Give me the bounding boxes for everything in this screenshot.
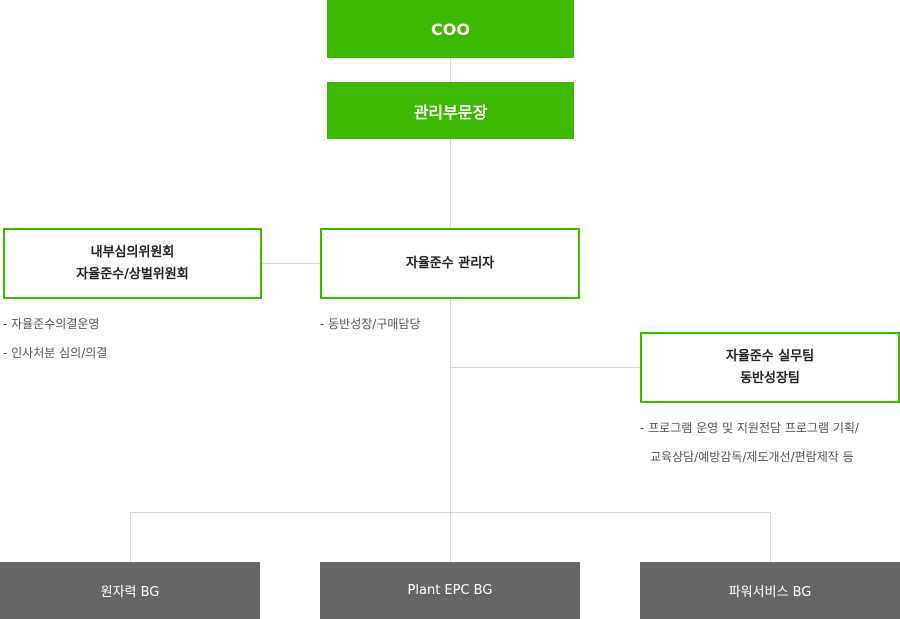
connector-bg-right [770,512,771,562]
bg-nuclear-box: 원자력 BG [0,562,260,619]
manager-note-item: - 동반성장/구매담당 [320,317,421,331]
committee-note-item: - 자율준수의결운영 [3,317,100,331]
compliance-manager-label: 자율준수 관리자 [405,255,495,271]
connector-bg-left [130,512,131,562]
coo-label: COO [431,19,470,39]
committee-box: 내부심의위원회 자율준수/상벌위원회 [3,228,262,299]
working-team-label-line1: 자율준수 실무팀 [725,348,815,364]
working-team-label-line2: 동반성장팀 [740,370,800,386]
manager-notes: - 동반성장/구매담당 [320,310,421,339]
bg-power-service-label: 파워서비스 BG [728,585,812,600]
committee-label-line1: 내부심의위원회 [90,244,175,260]
bg-power-service-box: 파워서비스 BG [640,562,900,619]
admin-head-label: 관리부문장 [413,102,488,122]
working-team-box: 자율준수 실무팀 동반성장팀 [640,332,900,403]
compliance-manager-box: 자율준수 관리자 [320,228,580,299]
team-notes: - 프로그램 운영 및 지원전담 프로그램 기획/ 교육상담/예방감독/제도개선… [640,414,859,472]
bg-plant-epc-label: Plant EPC BG [407,583,493,598]
connector-bg-center [450,512,451,562]
team-note-item: 교육상담/예방감독/제도개선/편람제작 등 [650,450,854,464]
admin-head-box: 관리부문장 [327,82,574,139]
team-note-item: - 프로그램 운영 및 지원전담 프로그램 기획/ [640,421,859,435]
committee-label-line2: 자율준수/상벌위원회 [76,266,189,282]
bg-plant-epc-box: Plant EPC BG [320,562,580,619]
coo-box: COO [327,0,574,58]
connector-coo-admin [450,58,451,82]
committee-note-item: - 인사처분 심의/의결 [3,346,108,360]
connector-team-branch [450,367,641,368]
connector-trunk [450,298,451,512]
connector-committee-manager [261,263,321,264]
bg-nuclear-label: 원자력 BG [100,585,160,600]
connector-admin-manager [450,139,451,229]
committee-notes: - 자율준수의결운영 - 인사처분 심의/의결 [3,310,107,368]
